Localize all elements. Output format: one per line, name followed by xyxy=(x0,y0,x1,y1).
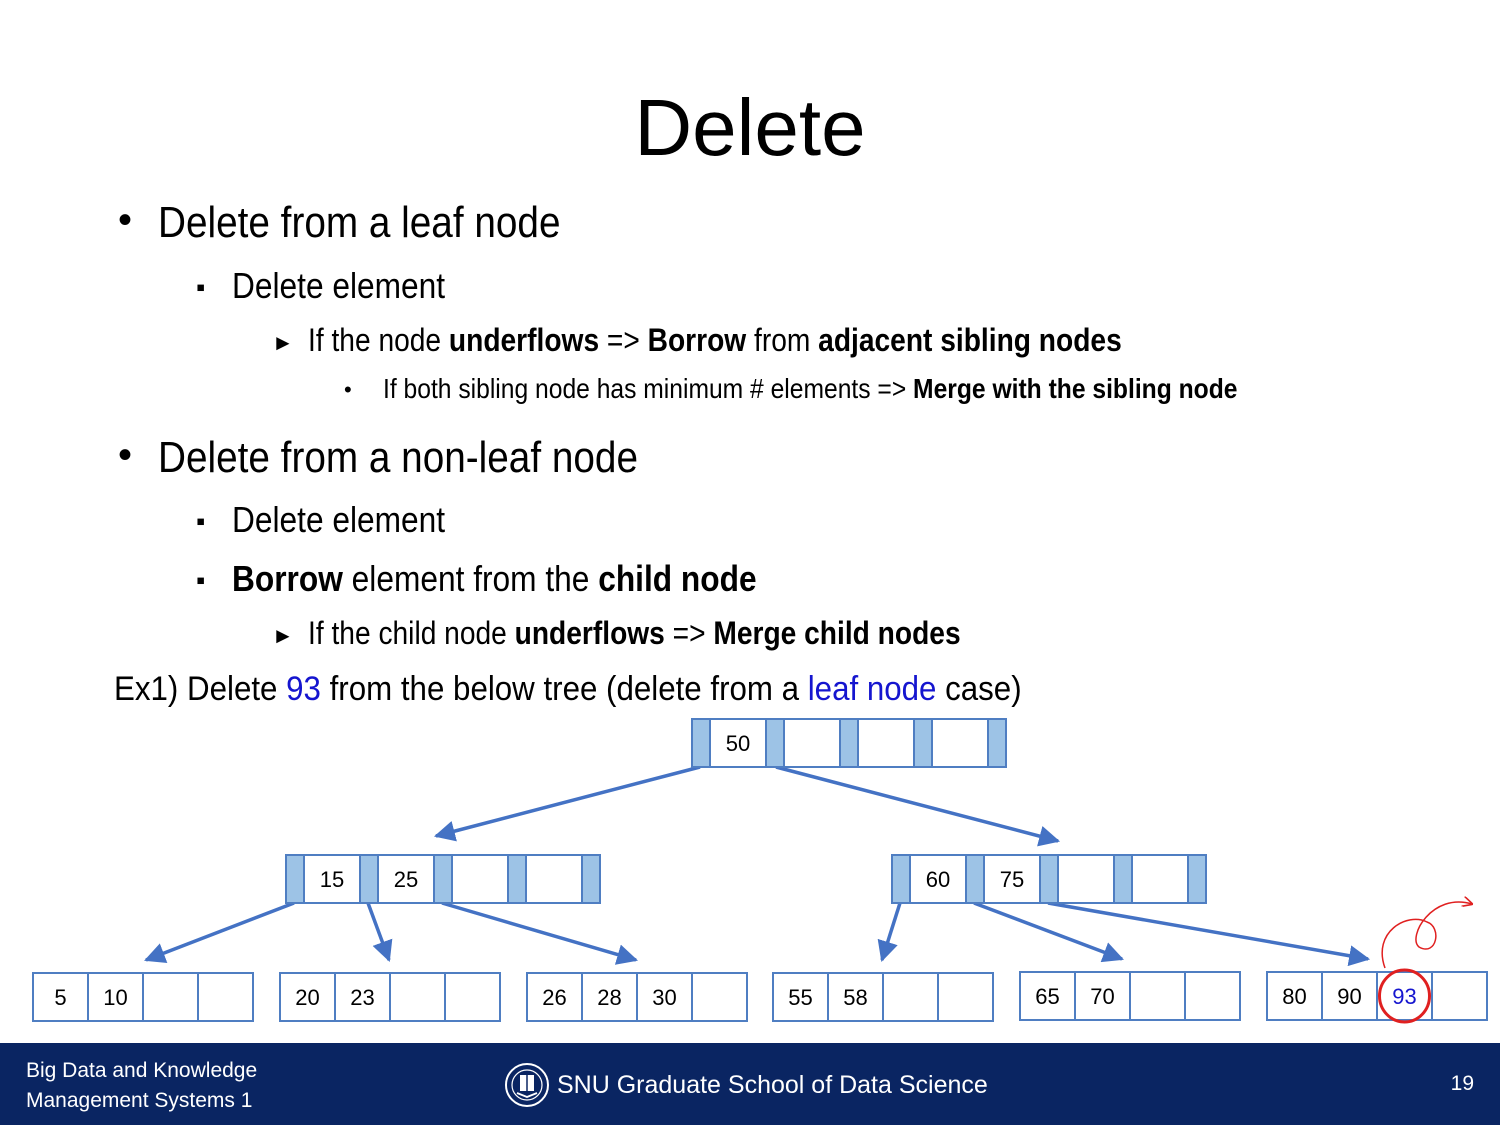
bullet-merge-child: If the child node underflows => Merge ch… xyxy=(308,615,961,651)
root-node-pointer xyxy=(839,718,859,768)
node-key: 15 xyxy=(320,867,344,892)
leaf-key: 26 xyxy=(542,985,566,1010)
leaf-node-key-cell xyxy=(1321,971,1378,1021)
internal-node-right-pointer xyxy=(1187,854,1207,904)
leaf-key: 28 xyxy=(597,985,621,1010)
leaf-node-key-cell xyxy=(142,972,199,1022)
leaf-node-key-cell xyxy=(444,972,501,1022)
leaf-key: 70 xyxy=(1090,984,1114,1009)
root-node-key-cell xyxy=(783,718,841,768)
internal-node-left-key-cell xyxy=(303,854,361,904)
leaf-node-key-cell xyxy=(772,972,829,1022)
tree-edge xyxy=(441,901,639,965)
leaf-node-key-cell xyxy=(827,972,884,1022)
internal-node-right-pointer xyxy=(1039,854,1059,904)
bullet-delete-leaf: Delete from a leaf node xyxy=(158,198,561,247)
bullet-underflow-borrow: If the node underflows => Borrow from ad… xyxy=(308,322,1122,358)
tree-edge xyxy=(877,902,902,963)
leaf-key: 90 xyxy=(1337,984,1361,1009)
internal-node-left-pointer xyxy=(581,854,601,904)
leaf-node-key-cell xyxy=(389,972,446,1022)
leaf-node-key-cell xyxy=(1019,971,1076,1021)
internal-node-left-key-cell xyxy=(451,854,509,904)
leaf-key: 23 xyxy=(350,985,374,1010)
leaf-node-key-cell xyxy=(1431,971,1488,1021)
bullet-borrow-child: Borrow element from the child node xyxy=(232,558,757,599)
root-node-key-cell xyxy=(857,718,915,768)
internal-node-left-pointer xyxy=(507,854,527,904)
tree-edge xyxy=(366,902,393,962)
bullet-dot: • xyxy=(118,433,133,477)
tree-edge xyxy=(144,901,295,964)
node-key: 25 xyxy=(394,867,418,892)
bullet-dot-small: • xyxy=(344,377,352,402)
bullet-triangle: ► xyxy=(272,623,294,648)
internal-node-right-pointer xyxy=(1113,854,1133,904)
node-key: 50 xyxy=(726,731,750,756)
bullet-square: ▪ xyxy=(196,565,206,595)
leaf-node-key-cell xyxy=(197,972,254,1022)
leaf-key: 5 xyxy=(54,985,66,1010)
leaf-node-key-cell xyxy=(1184,971,1241,1021)
leaf-key: 80 xyxy=(1282,984,1306,1009)
tree-edge xyxy=(433,765,701,842)
internal-node-right-pointer xyxy=(891,854,911,904)
root-node-pointer xyxy=(691,718,711,768)
bullet-square: ▪ xyxy=(196,506,206,536)
internal-node-right-key-cell xyxy=(909,854,967,904)
node-key: 60 xyxy=(926,867,950,892)
bullet-dot: • xyxy=(118,198,133,242)
example-caption: Ex1) Delete 93 from the below tree (dele… xyxy=(114,670,1022,708)
leaf-node-key-cell xyxy=(937,972,994,1022)
bullet-delete-nonleaf: Delete from a non-leaf node xyxy=(158,433,638,482)
leaf-key: 20 xyxy=(295,985,319,1010)
leaf-node-key-cell xyxy=(1074,971,1131,1021)
footer-bar: Big Data and Knowledge Management System… xyxy=(0,1043,1500,1125)
internal-node-left-pointer xyxy=(285,854,305,904)
leaf-key: 58 xyxy=(843,985,867,1010)
leaf-node-key-cell xyxy=(581,972,638,1022)
deleted-key: 93 xyxy=(1392,984,1416,1009)
highlight-circle xyxy=(1378,968,1431,1024)
leaf-key: 10 xyxy=(103,985,127,1010)
bullet-square: ▪ xyxy=(196,272,206,302)
school-name: SNU Graduate School of Data Science xyxy=(557,1070,988,1099)
leaf-key: 55 xyxy=(788,985,812,1010)
leaf-key: 30 xyxy=(652,985,676,1010)
bullet-delete-element-1: Delete element xyxy=(232,265,446,306)
slide-title: Delete xyxy=(634,83,866,172)
leaf-node-key-cell xyxy=(882,972,939,1022)
internal-node-left-pointer xyxy=(433,854,453,904)
leaf-node-key-cell xyxy=(1266,971,1323,1021)
tree-edge xyxy=(1047,901,1371,967)
tree-edge xyxy=(775,765,1061,847)
node-key: 75 xyxy=(1000,867,1024,892)
leaf-node-key-cell xyxy=(1129,971,1186,1021)
internal-node-right-key-cell xyxy=(1057,854,1115,904)
root-node-pointer xyxy=(913,718,933,768)
bullet-delete-element-2: Delete element xyxy=(232,499,446,540)
root-node-pointer xyxy=(987,718,1007,768)
root-node-pointer xyxy=(765,718,785,768)
btree-diagram: 50 15 25 60 75 5 10 20 23 26 28 30 55 58 65 70 80 90 93 xyxy=(32,718,1488,1024)
root-node-key-cell xyxy=(931,718,989,768)
bullet-triangle: ► xyxy=(272,330,294,355)
internal-node-right-key-cell xyxy=(1131,854,1189,904)
school-brand: SNU Graduate School of Data Science xyxy=(503,1063,988,1107)
snu-emblem-icon xyxy=(505,1063,549,1107)
leaf-node-key-cell xyxy=(87,972,144,1022)
leaf-node-key-cell xyxy=(32,972,89,1022)
strike-annotation xyxy=(1381,902,1472,969)
internal-node-right-pointer xyxy=(965,854,985,904)
internal-node-left-pointer xyxy=(359,854,379,904)
tree-edge xyxy=(973,901,1124,963)
leaf-node-key-cell xyxy=(691,972,748,1022)
leaf-key: 65 xyxy=(1035,984,1059,1009)
internal-node-left-key-cell xyxy=(525,854,583,904)
leaf-node-key-cell xyxy=(636,972,693,1022)
page-number: 19 xyxy=(1450,1072,1474,1095)
bullet-merge-sibling: If both sibling node has minimum # eleme… xyxy=(383,373,1238,404)
course-name: Big Data and Knowledge Management System… xyxy=(26,1059,258,1112)
